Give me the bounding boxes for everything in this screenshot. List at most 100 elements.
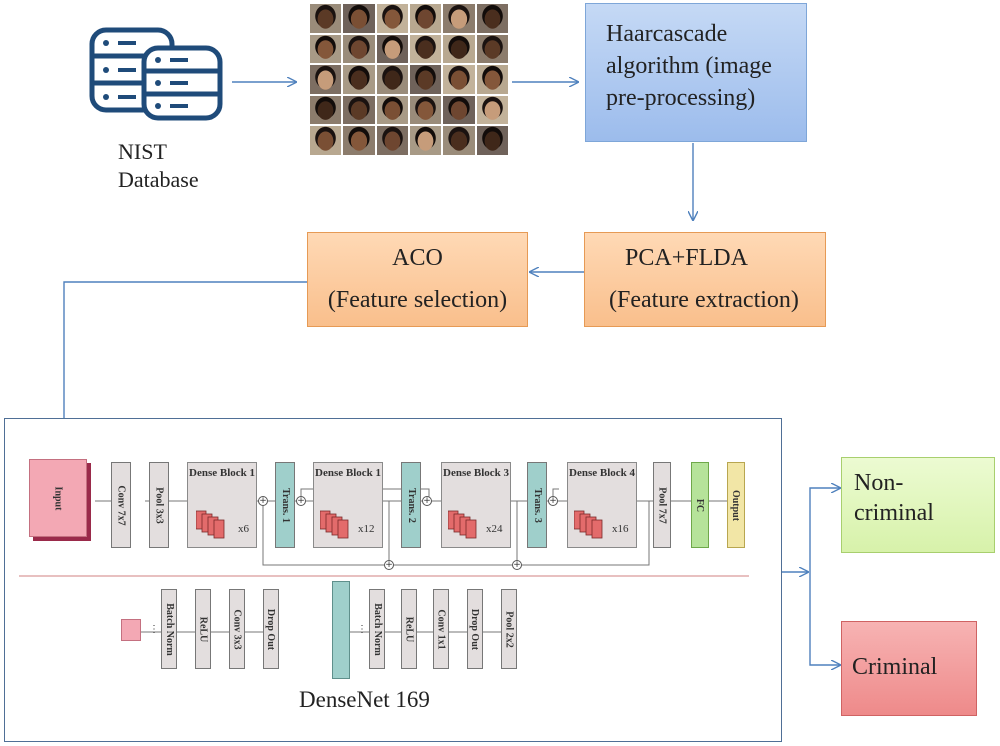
face-thumbnail [375,64,409,95]
trans1-block: Trans. 1 [275,462,295,548]
trans2-block: Trans. 2 [401,462,421,548]
face-thumbnail [475,3,509,34]
conv7-block: Conv 7x7 [111,462,131,548]
dense-block-4-mult: x16 [612,523,629,535]
aco-title: ACO [392,245,443,271]
haarcascade-line2: algorithm (image [606,53,772,79]
face-thumbnail [475,94,509,126]
dense-block-4-title: Dense Block 4 [569,467,635,479]
detail-a-conv3: Conv 3x3 [229,589,245,669]
aco-subtitle: (Feature selection) [327,287,508,313]
face-thumbnail [442,64,476,95]
non-criminal-line1: Non- [854,470,904,496]
pool7-label: Pool 7x7 [656,486,668,524]
concat-junction-5: + [384,560,394,570]
dense-block-1-title: Dense Block 1 [189,467,255,479]
fc-block: FC [691,462,709,548]
conv7-label: Conv 7x7 [115,484,127,526]
face-thumbnail [342,94,376,126]
dense-layer-input-square [121,619,141,641]
face-thumbnail [475,125,509,156]
detail-a-dropout: Drop Out [263,589,279,669]
face-thumbnail [309,3,343,34]
dense-layers-icon [196,510,225,539]
ellipsis-b: ⋮ [357,624,367,635]
trans1-label: Trans. 1 [279,487,291,523]
database-label: NIST Database [118,138,199,194]
dense-block-2: Dense Block 1 x12 [313,462,383,548]
face-thumbnail [375,125,409,156]
face-thumbnail [342,125,376,156]
dense-block-2-title: Dense Block 1 [315,467,381,479]
face-thumbnail [442,3,476,34]
dense-layers-icon [574,510,603,539]
non-criminal-box: Non- criminal [841,457,995,553]
criminal-label: Criminal [852,654,938,680]
dense-layers-icon [448,510,477,539]
non-criminal-line2: criminal [854,500,934,526]
trans3-label: Trans. 3 [531,487,543,523]
dense-block-1-mult: x6 [238,523,249,535]
transition-bar [332,581,350,679]
dense-block-3-title: Dense Block 3 [443,467,509,479]
output-label: Output [730,489,742,521]
face-thumbnail [442,33,476,65]
trans3-block: Trans. 3 [527,462,547,548]
detail-b-conv1: Conv 1x1 [433,589,449,669]
criminal-box: Criminal [841,621,977,716]
aco-box: ACO (Feature selection) [307,232,528,327]
face-thumbnail [309,33,343,65]
dense-layers-icon [320,510,349,539]
detail-a-relu: ReLU [195,589,211,669]
pca-flda-box: PCA+FLDA (Feature extraction) [584,232,826,327]
fc-label: FC [694,498,706,512]
pca-flda-subtitle: (Feature extraction) [609,287,799,313]
face-thumbnail [342,3,376,34]
pca-flda-title: PCA+FLDA [625,245,748,271]
haarcascade-line1: Haarcascade [606,21,728,47]
detail-b-pool2: Pool 2x2 [501,589,517,669]
dense-block-3: Dense Block 3 x24 [441,462,511,548]
dense-block-2-mult: x12 [358,523,375,535]
database-icon [89,27,223,121]
detail-b-batchnorm: Batch Norm [369,589,385,669]
face-thumbnail [409,94,443,126]
detail-a-batchnorm: Batch Norm [161,589,177,669]
detail-b-relu: ReLU [401,589,417,669]
concat-junction-4: + [548,496,558,506]
face-thumbnail [409,64,443,95]
face-thumbnail [375,3,409,34]
face-samples-grid [309,3,509,156]
densenet-skip-lines [19,488,749,633]
concat-junction-2: + [296,496,306,506]
face-thumbnail [375,33,409,65]
database-label-line1: NIST [118,139,167,164]
face-thumbnail [309,94,343,126]
densenet-caption: DenseNet 169 [299,687,430,712]
face-thumbnail [375,94,409,126]
dense-block-1: Dense Block 1 x6 [187,462,257,548]
input-block: Input [29,459,87,537]
detail-b-dropout: Drop Out [467,589,483,669]
output-block: Output [727,462,745,548]
haarcascade-box: Haarcascade algorithm (image pre-process… [585,3,807,142]
concat-junction-3: + [422,496,432,506]
input-label: Input [52,486,64,510]
densenet-panel: Input Conv 7x7 Pool 3x3 Dense Block 1 x6… [4,418,782,742]
concat-junction-6: + [512,560,522,570]
face-thumbnail [342,33,376,65]
pool3-label: Pool 3x3 [153,486,165,524]
face-thumbnail [409,3,443,34]
database-label-line2: Database [118,167,199,192]
arrow-to-criminal [809,572,840,665]
face-thumbnail [342,64,376,95]
face-thumbnail [409,125,443,156]
face-thumbnail [309,64,343,95]
dense-block-3-mult: x24 [486,523,503,535]
haarcascade-line3: pre-processing) [606,85,756,111]
face-thumbnail [475,64,509,95]
face-thumbnail [475,33,509,65]
face-thumbnail [409,33,443,65]
arrow-aco-to-input [64,281,307,456]
arrow-to-non-criminal [809,488,840,572]
